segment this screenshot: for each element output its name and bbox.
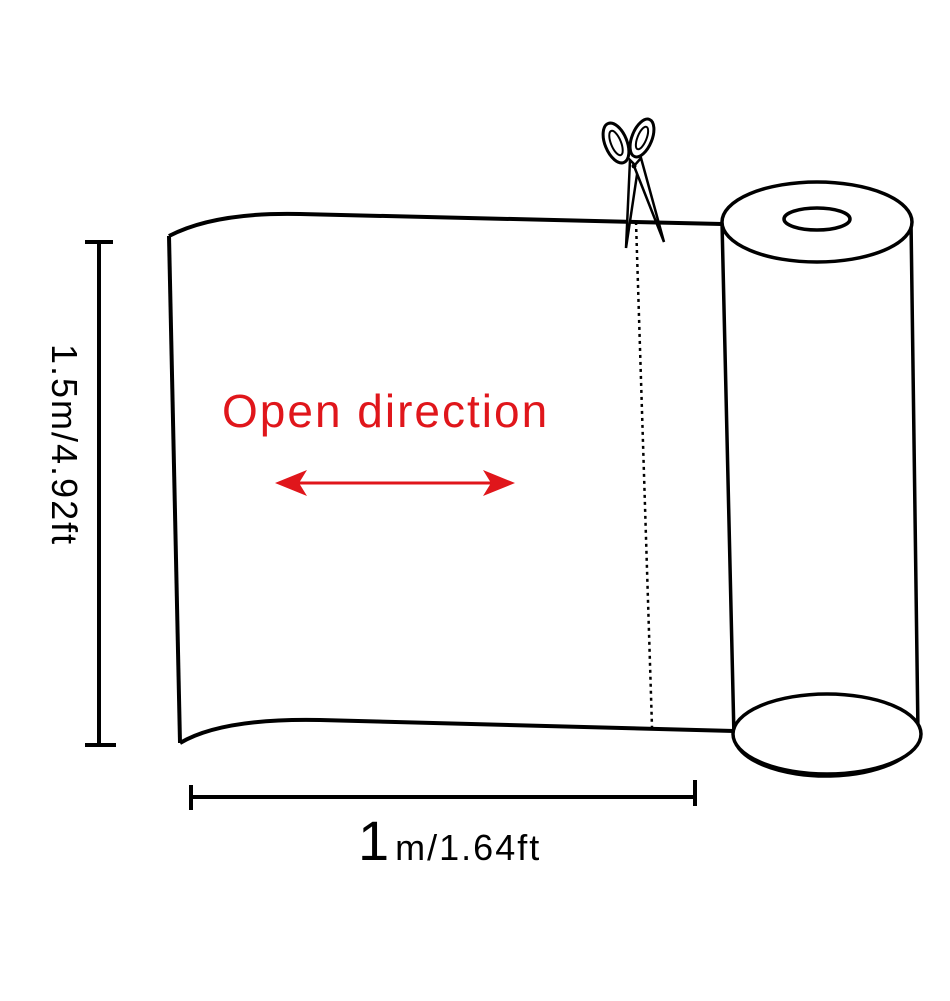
- roll-bottom-end: [731, 692, 923, 776]
- fabric-sheet: [167, 211, 735, 745]
- width-dimension: [189, 780, 697, 810]
- height-dimension: [85, 240, 116, 747]
- height-label: 1.5m/4.92ft: [44, 344, 85, 546]
- width-label-unit: m/1.64ft: [395, 827, 541, 868]
- scissors-icon: [601, 117, 666, 249]
- open-direction-label: Open direction: [222, 385, 549, 437]
- roll-core-hole: [782, 206, 852, 232]
- fabric-roll: [720, 180, 923, 778]
- double-arrow-icon: [275, 470, 515, 496]
- cut-line: [634, 221, 654, 728]
- width-label-number: 1: [358, 809, 389, 872]
- sheet-bottom-edge: [178, 717, 735, 745]
- sheet-top-edge: [168, 211, 723, 238]
- sheet-left-edge: [167, 235, 182, 744]
